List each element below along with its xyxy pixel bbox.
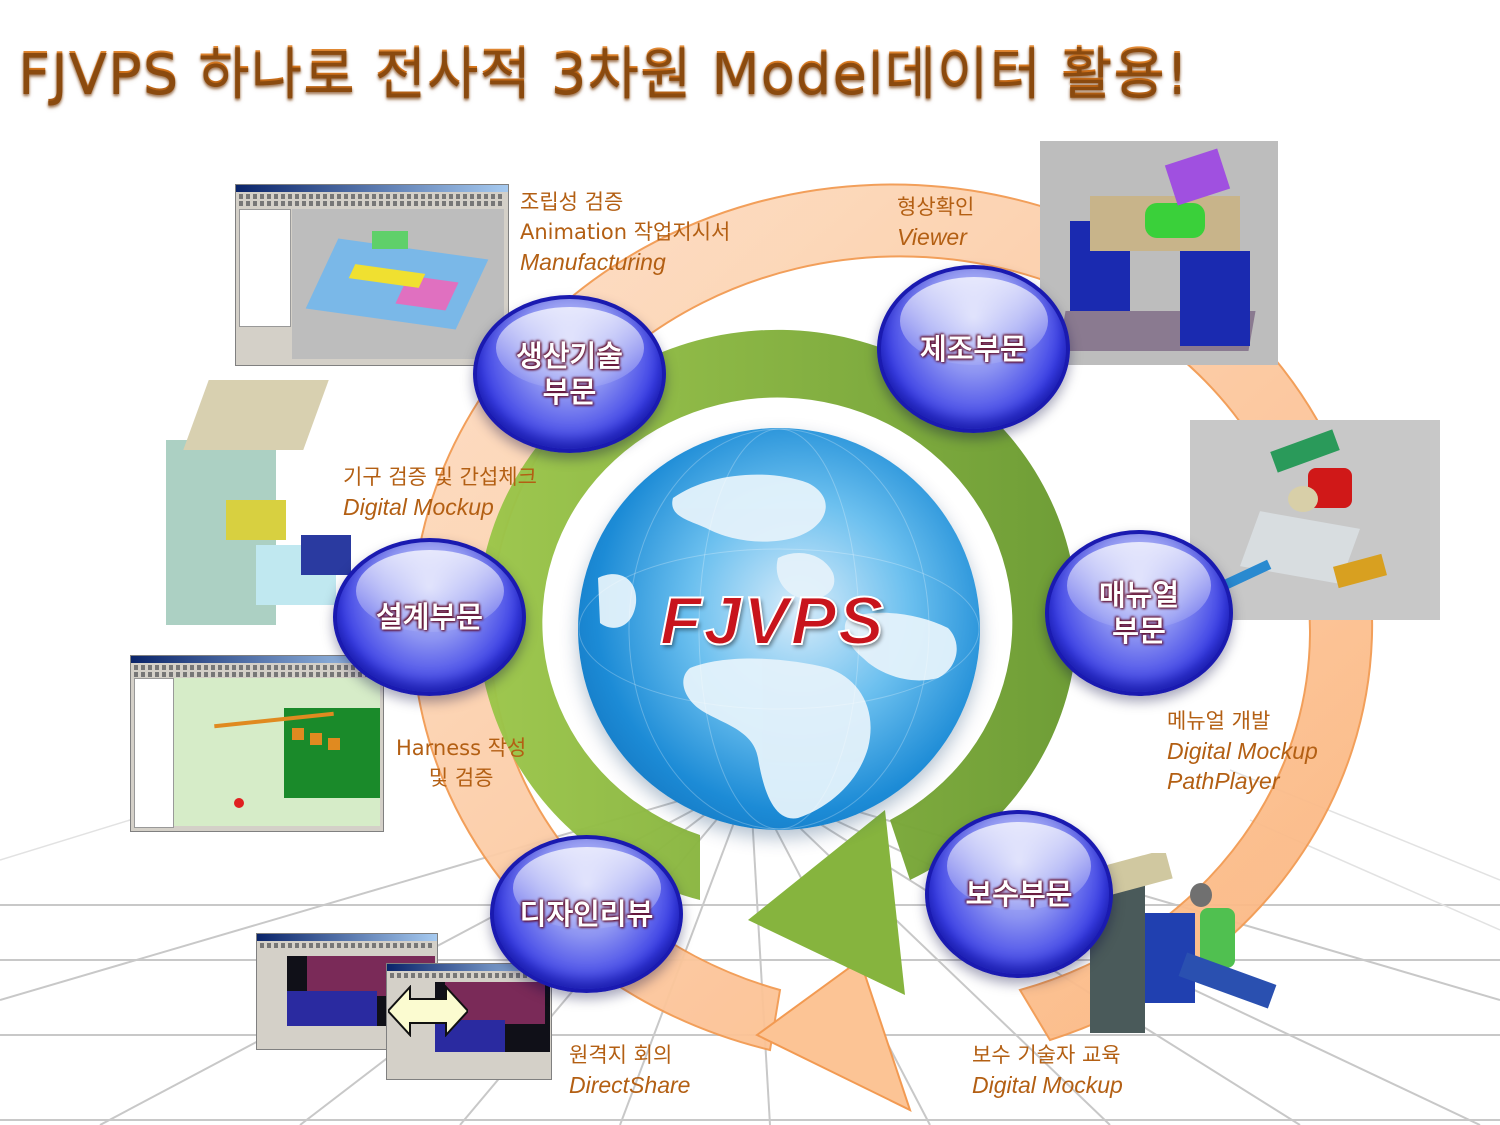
- annotation-maintenance: 보수 기술자 교육 Digital Mockup: [972, 1040, 1123, 1100]
- kiosk-cabinet-model: [166, 380, 360, 625]
- annotation-line1: Harness 작성: [396, 736, 527, 760]
- annotation-line1: 보수 기술자 교육: [972, 1043, 1121, 1067]
- annotation-tool: Manufacturing: [520, 249, 666, 275]
- annotation-tool: DirectShare: [569, 1072, 691, 1098]
- annotation-line1: 메뉴얼 개발: [1167, 709, 1271, 733]
- annotation-line1: 원격지 회의: [569, 1043, 673, 1067]
- annotation-production: 조립성 검증 Animation 작업지시서 Manufacturing: [520, 187, 730, 277]
- annotation-line1: 조립성 검증: [520, 190, 624, 214]
- dept-label-line2: 부문: [1112, 614, 1166, 648]
- globe-icon: [578, 428, 980, 830]
- dept-label: 설계부문: [376, 600, 483, 634]
- technician-model: [1085, 853, 1305, 1038]
- annotation-design: 기구 검증 및 간섭체크 Digital Mockup: [343, 462, 537, 522]
- inner-ring-arrowhead: [748, 810, 905, 995]
- annotation-tool: Digital Mockup: [1167, 738, 1318, 764]
- page-title: FJVPS 하나로 전사적 3차원 Model데이터 활용!: [18, 28, 1189, 109]
- annotation-line1: 기구 검증 및 간섭체크: [343, 465, 537, 489]
- department-design-review[interactable]: 디자인리뷰: [490, 835, 683, 993]
- annotation-tool: Digital Mockup: [972, 1072, 1123, 1098]
- annotation-line2: 및 검증: [428, 766, 494, 790]
- dept-label-line1: 매뉴얼: [1098, 578, 1180, 612]
- department-design[interactable]: 설계부문: [333, 538, 526, 696]
- remote-meeting-screenshots: [256, 933, 552, 1080]
- dept-label: 디자인리뷰: [519, 897, 654, 931]
- annotation-harness: Harness 작성 및 검증: [396, 733, 526, 793]
- annotation-tool: Digital Mockup: [343, 494, 494, 520]
- harness-software-screenshot: [130, 655, 384, 832]
- exploded-parts-view: [1190, 420, 1440, 620]
- annotation-tool: Viewer: [897, 224, 967, 250]
- mechanism-3d-model: [1040, 141, 1278, 365]
- department-manufacturing[interactable]: 제조부문: [877, 265, 1070, 433]
- department-maintenance[interactable]: 보수부문: [925, 810, 1113, 978]
- double-arrow-icon: [388, 985, 468, 1037]
- annotation-tool2: PathPlayer: [1167, 768, 1280, 794]
- annotation-manual: 메뉴얼 개발 Digital Mockup PathPlayer: [1167, 706, 1318, 796]
- annotation-design-review: 원격지 회의 DirectShare: [569, 1040, 690, 1100]
- dept-label-line1: 생산기술: [516, 339, 623, 373]
- dept-label: 보수부문: [965, 877, 1073, 911]
- annotation-line1: 형상확인: [897, 195, 975, 219]
- outer-ring-arrowhead: [755, 958, 912, 1112]
- annotation-manufacturing: 형상확인 Viewer: [897, 192, 974, 252]
- dept-label-line2: 부문: [542, 375, 597, 409]
- dept-label: 제조부문: [920, 332, 1027, 366]
- center-fjvps-label: FJVPS: [659, 582, 886, 660]
- manufacturing-software-screenshot: [235, 184, 509, 366]
- annotation-line2: Animation 작업지시서: [520, 220, 731, 244]
